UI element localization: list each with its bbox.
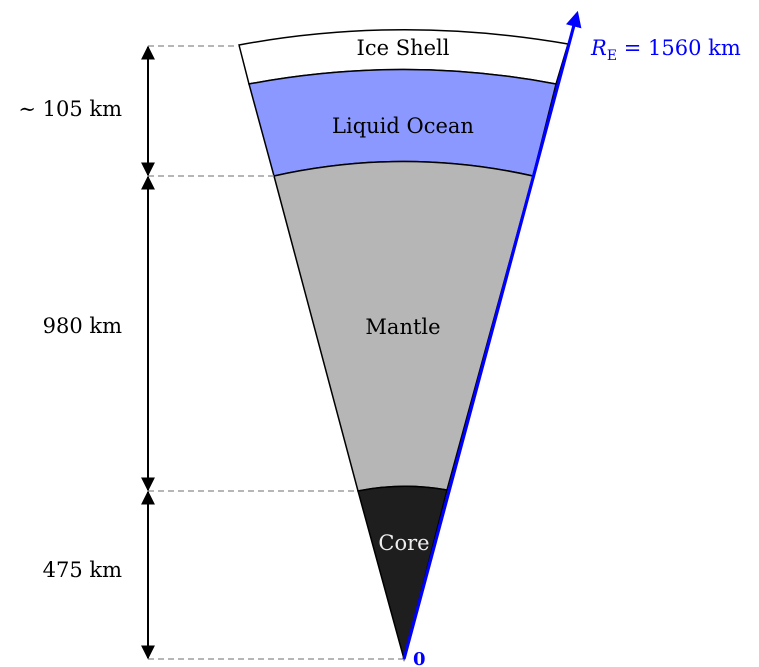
- radius-label: RE = 1560 km: [590, 36, 741, 64]
- liquid-ocean-label: Liquid Ocean: [332, 114, 474, 138]
- core-label: Core: [378, 531, 429, 555]
- radius-arrow: [402, 10, 582, 660]
- outer-thickness-label: ∼ 105 km: [18, 97, 122, 121]
- core-layer: [357, 485, 448, 662]
- ice-shell-label: Ice Shell: [357, 36, 450, 60]
- radius-symbol: R: [590, 36, 607, 60]
- mantle-label: Mantle: [365, 315, 440, 339]
- origin-label: 0: [413, 649, 426, 667]
- radius-value: = 1560 km: [617, 36, 741, 60]
- radius-subscript: E: [607, 48, 617, 64]
- mantle-thickness-label: 980 km: [43, 314, 122, 338]
- guide-lines: [148, 45, 404, 660]
- core-thickness-label: 475 km: [43, 558, 122, 582]
